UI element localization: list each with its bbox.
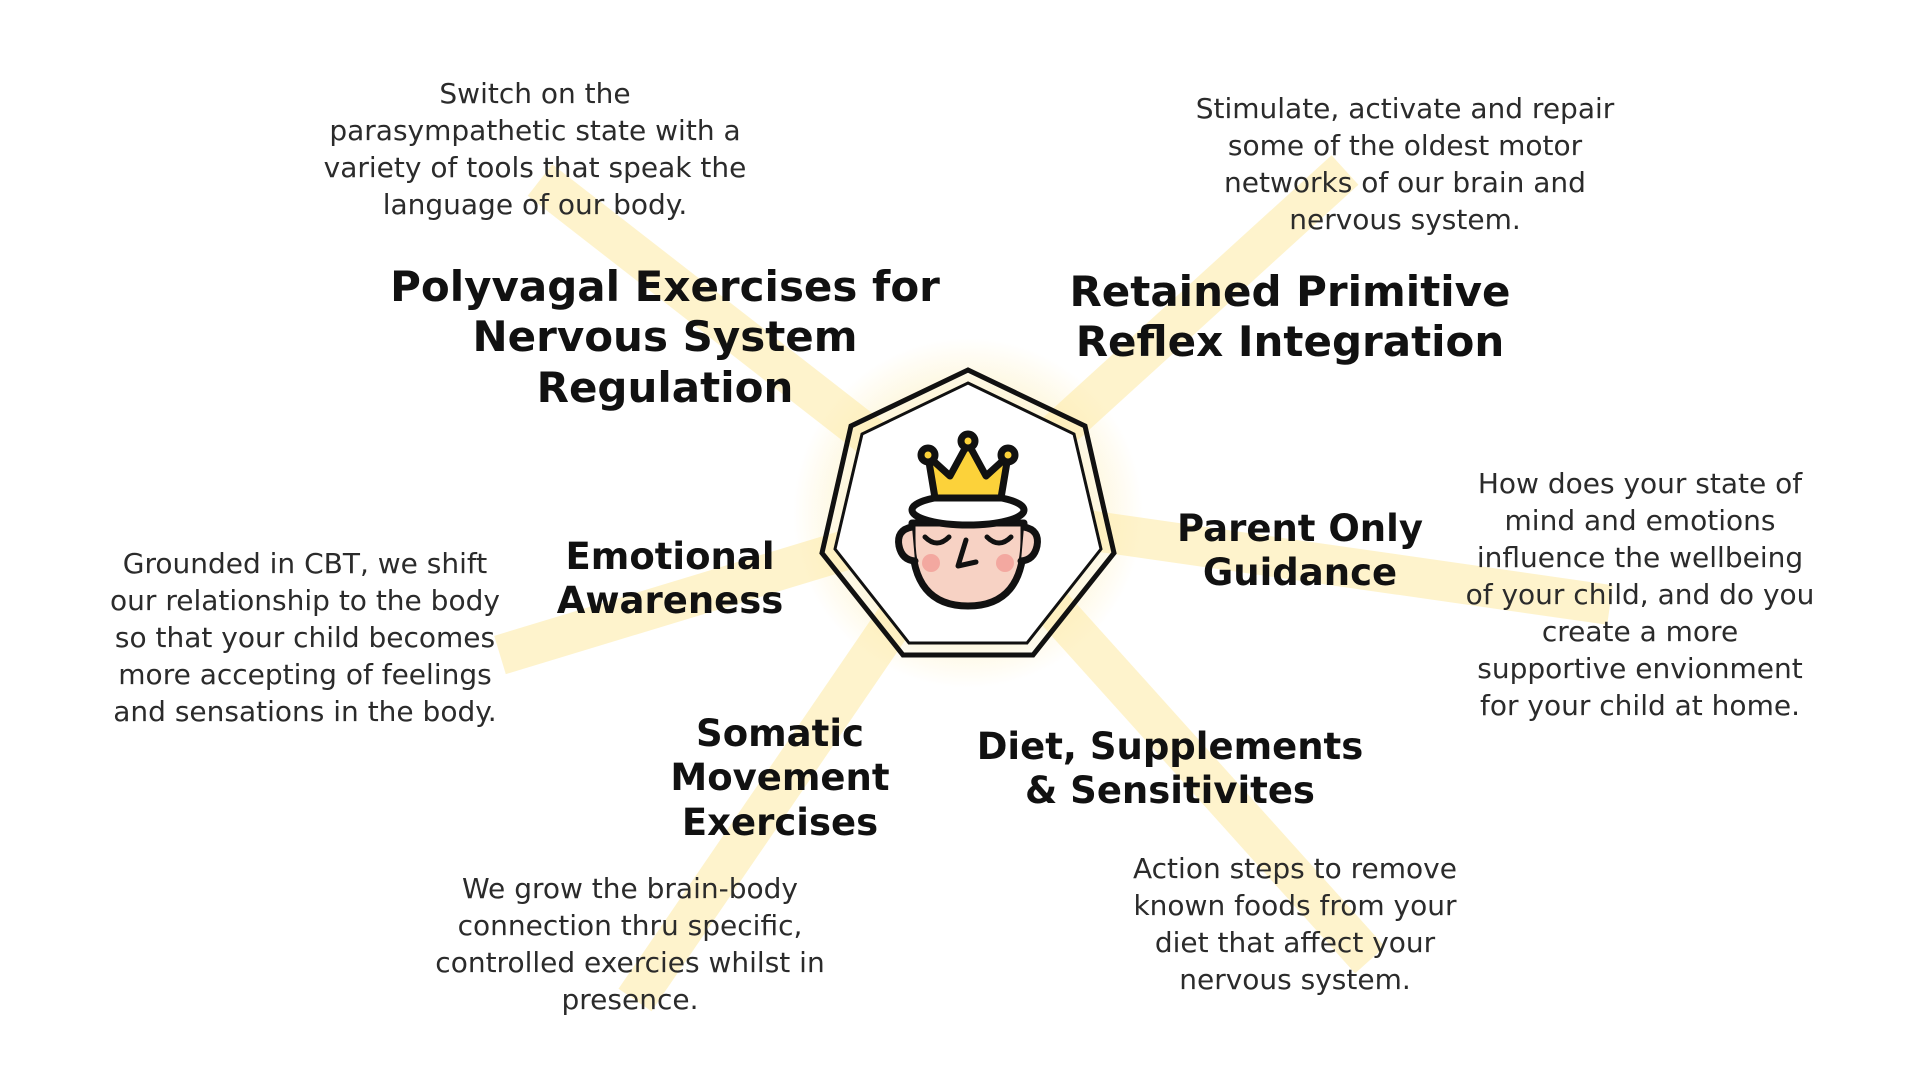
left-ear — [895, 523, 919, 565]
desc-line: so that your child becomes — [114, 621, 496, 654]
desc-line: We grow the brain-body — [462, 872, 798, 905]
desc-line: our relationship to the body — [110, 584, 500, 617]
desc-line: mind and emotions — [1504, 504, 1776, 537]
desc-line: networks of our brain and — [1224, 166, 1586, 199]
desc-line: for your child at home. — [1480, 689, 1800, 722]
title-line: Parent Only — [1177, 507, 1423, 550]
right-closed-eye — [984, 534, 1014, 546]
desc-line: of your child, and do you — [1465, 578, 1815, 611]
emotional-title: Emotional Awareness — [535, 535, 805, 624]
somatic-description: We grow the brain-body connection thru s… — [415, 870, 845, 1018]
right-ear — [1017, 523, 1041, 565]
polyvagal-description: Switch on the parasympathetic state with… — [285, 75, 785, 223]
title-line: Exercises — [681, 800, 879, 844]
desc-line: and sensations in the body. — [113, 695, 497, 728]
crowned-head-icon — [895, 430, 1041, 610]
reflex-title: Retained Primitive Reflex Integration — [1030, 267, 1550, 368]
title-line: Diet, Supplements — [976, 725, 1364, 768]
heptagon-outer — [819, 367, 1117, 658]
desc-line: connection thru specific, — [457, 909, 803, 942]
title-line: Somatic — [696, 712, 864, 755]
desc-line: supportive envionment — [1477, 652, 1803, 685]
title-line: Regulation — [536, 362, 794, 412]
desc-line: Switch on the — [439, 77, 631, 110]
left-closed-eye — [922, 534, 952, 546]
title-line: Polyvagal Exercises for — [390, 262, 940, 311]
desc-line: influence the wellbeing — [1476, 541, 1804, 574]
left-cheek — [922, 554, 940, 572]
desc-line: parasympathetic state with a — [329, 114, 741, 147]
desc-line: known foods from your — [1133, 889, 1457, 922]
desc-line: Grounded in CBT, we shift — [122, 547, 488, 580]
desc-line: some of the oldest motor — [1227, 129, 1583, 162]
desc-line: presence. — [561, 983, 699, 1016]
desc-line: nervous system. — [1289, 203, 1521, 236]
polyvagal-title: Polyvagal Exercises for Nervous System R… — [365, 262, 965, 413]
title-line: Retained Primitive — [1069, 267, 1511, 316]
diet-title: Diet, Supplements & Sensitivites — [970, 725, 1370, 814]
crown-jewel — [917, 444, 939, 466]
desc-line: create a more — [1541, 615, 1739, 648]
title-line: Guidance — [1202, 551, 1398, 595]
title-line: & Sensitivites — [1025, 769, 1315, 813]
diet-description: Action steps to remove known foods from … — [1095, 850, 1495, 998]
title-line: Awareness — [556, 579, 784, 623]
desc-line: variety of tools that speak the — [323, 151, 747, 184]
emotional-description: Grounded in CBT, we shift our relationsh… — [85, 545, 525, 730]
reflex-description: Stimulate, activate and repair some of t… — [1160, 90, 1650, 238]
desc-line: nervous system. — [1179, 963, 1411, 996]
title-line: Movement — [670, 756, 890, 800]
parent-title: Parent Only Guidance — [1150, 507, 1450, 596]
desc-line: How does your state of — [1477, 467, 1803, 500]
desc-line: language of our body. — [382, 188, 688, 221]
desc-line: controlled exercies whilst in — [435, 946, 825, 979]
nose — [955, 537, 979, 569]
somatic-title: Somatic Movement Exercises — [650, 712, 910, 845]
right-cheek — [996, 554, 1014, 572]
title-line: Emotional — [565, 535, 775, 578]
desc-line: diet that affect your — [1154, 926, 1436, 959]
crown-jewel — [957, 430, 979, 452]
title-line: Nervous System — [472, 312, 858, 362]
title-line: Reflex Integration — [1075, 317, 1505, 367]
desc-line: Action steps to remove — [1133, 852, 1457, 885]
parent-description: How does your state of mind and emotions… — [1435, 465, 1845, 724]
crown-jewel — [997, 444, 1019, 466]
desc-line: more accepting of feelings — [118, 658, 492, 691]
desc-line: Stimulate, activate and repair — [1195, 92, 1615, 125]
